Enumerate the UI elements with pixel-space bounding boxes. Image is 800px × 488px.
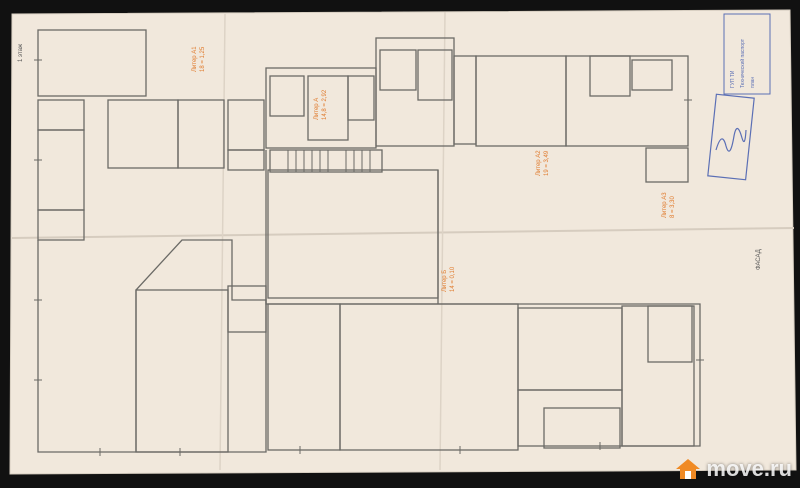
zone-label-a1: Литер А1 [192, 46, 198, 72]
fold-line-h [11, 227, 795, 239]
zone-label-b: Литер Б [442, 270, 448, 292]
ink-signature [707, 93, 755, 181]
zone-area-b: 14 = 0,10 [450, 266, 456, 292]
house-icon [676, 459, 701, 479]
paper [9, 9, 797, 475]
fold-line-v2 [439, 11, 446, 471]
zone-area-a1: 18 = 1,25 [200, 46, 206, 72]
stamp-line-2: Технический паспорт [739, 38, 746, 88]
zone-label-a3: Литер А3 [662, 192, 668, 218]
zone-label-a: Литер А [314, 98, 320, 120]
title-stamp: ГУП ТИ Технический паспорт план [723, 13, 771, 95]
floor-label: 1 этаж [18, 44, 24, 62]
zone-label-a2: Литер А2 [536, 150, 542, 176]
facade-label: ФАСАД [756, 249, 762, 270]
zone-labels: Литер А1 18 = 1,25 Литер А 14,8 = 2,92 Л… [192, 46, 676, 292]
zone-area-a2: 19 = 3,49 [544, 150, 550, 176]
zone-area-a: 14,8 = 2,92 [322, 89, 328, 120]
zone-area-a3: 8 = 3,30 [670, 195, 676, 218]
stairs [287, 150, 371, 172]
watermark-text: move.ru [706, 456, 792, 481]
stamp-line-3: план [750, 77, 756, 88]
fold-line-v1 [219, 13, 226, 471]
walls [37, 29, 701, 453]
window-marks [34, 59, 704, 456]
site-watermark: move.ru [674, 456, 792, 482]
stamp-line-1: ГУП ТИ [730, 70, 736, 88]
